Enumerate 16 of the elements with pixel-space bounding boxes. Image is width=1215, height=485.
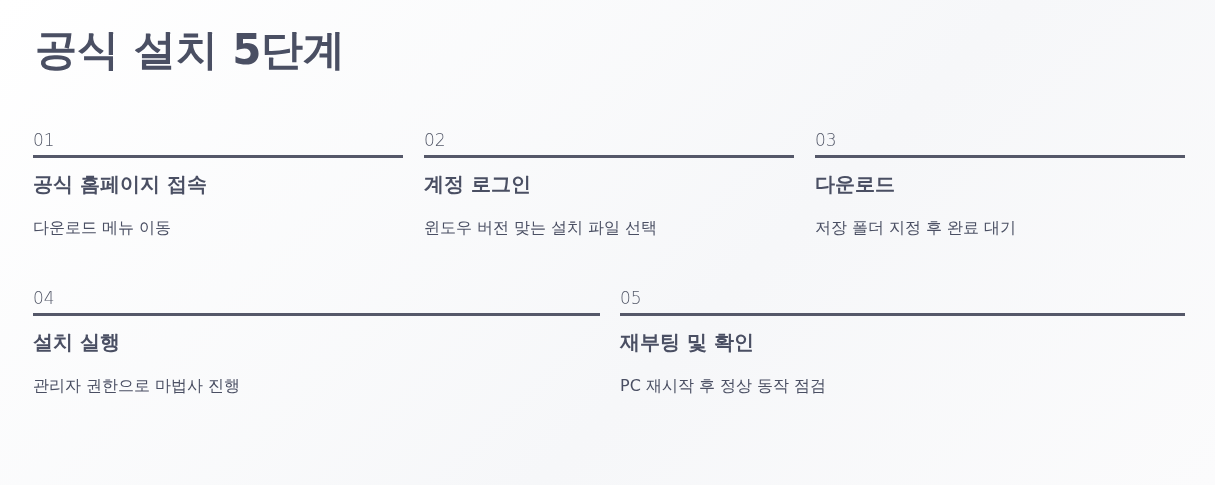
step-heading: 공식 홈페이지 접속 bbox=[33, 171, 207, 198]
step-number: 02 bbox=[424, 130, 446, 150]
step-number: 01 bbox=[33, 130, 55, 150]
step-heading: 계정 로그인 bbox=[424, 171, 531, 198]
step-number: 03 bbox=[815, 130, 837, 150]
step-description: 다운로드 메뉴 이동 bbox=[33, 218, 172, 239]
step-description: 관리자 권한으로 마법사 진행 bbox=[33, 376, 241, 397]
step-description: 저장 폴더 지정 후 완료 대기 bbox=[815, 218, 1017, 239]
step-description: 윈도우 버전 맞는 설치 파일 선택 bbox=[424, 218, 658, 239]
step-heading: 재부팅 및 확인 bbox=[620, 329, 754, 356]
page-title: 공식 설치 5단계 bbox=[35, 24, 346, 76]
step-heading: 다운로드 bbox=[815, 171, 895, 198]
step-number: 05 bbox=[620, 288, 642, 308]
step-number: 04 bbox=[33, 288, 55, 308]
step-description: PC 재시작 후 정상 동작 점검 bbox=[620, 376, 827, 397]
step-heading: 설치 실행 bbox=[33, 329, 120, 356]
